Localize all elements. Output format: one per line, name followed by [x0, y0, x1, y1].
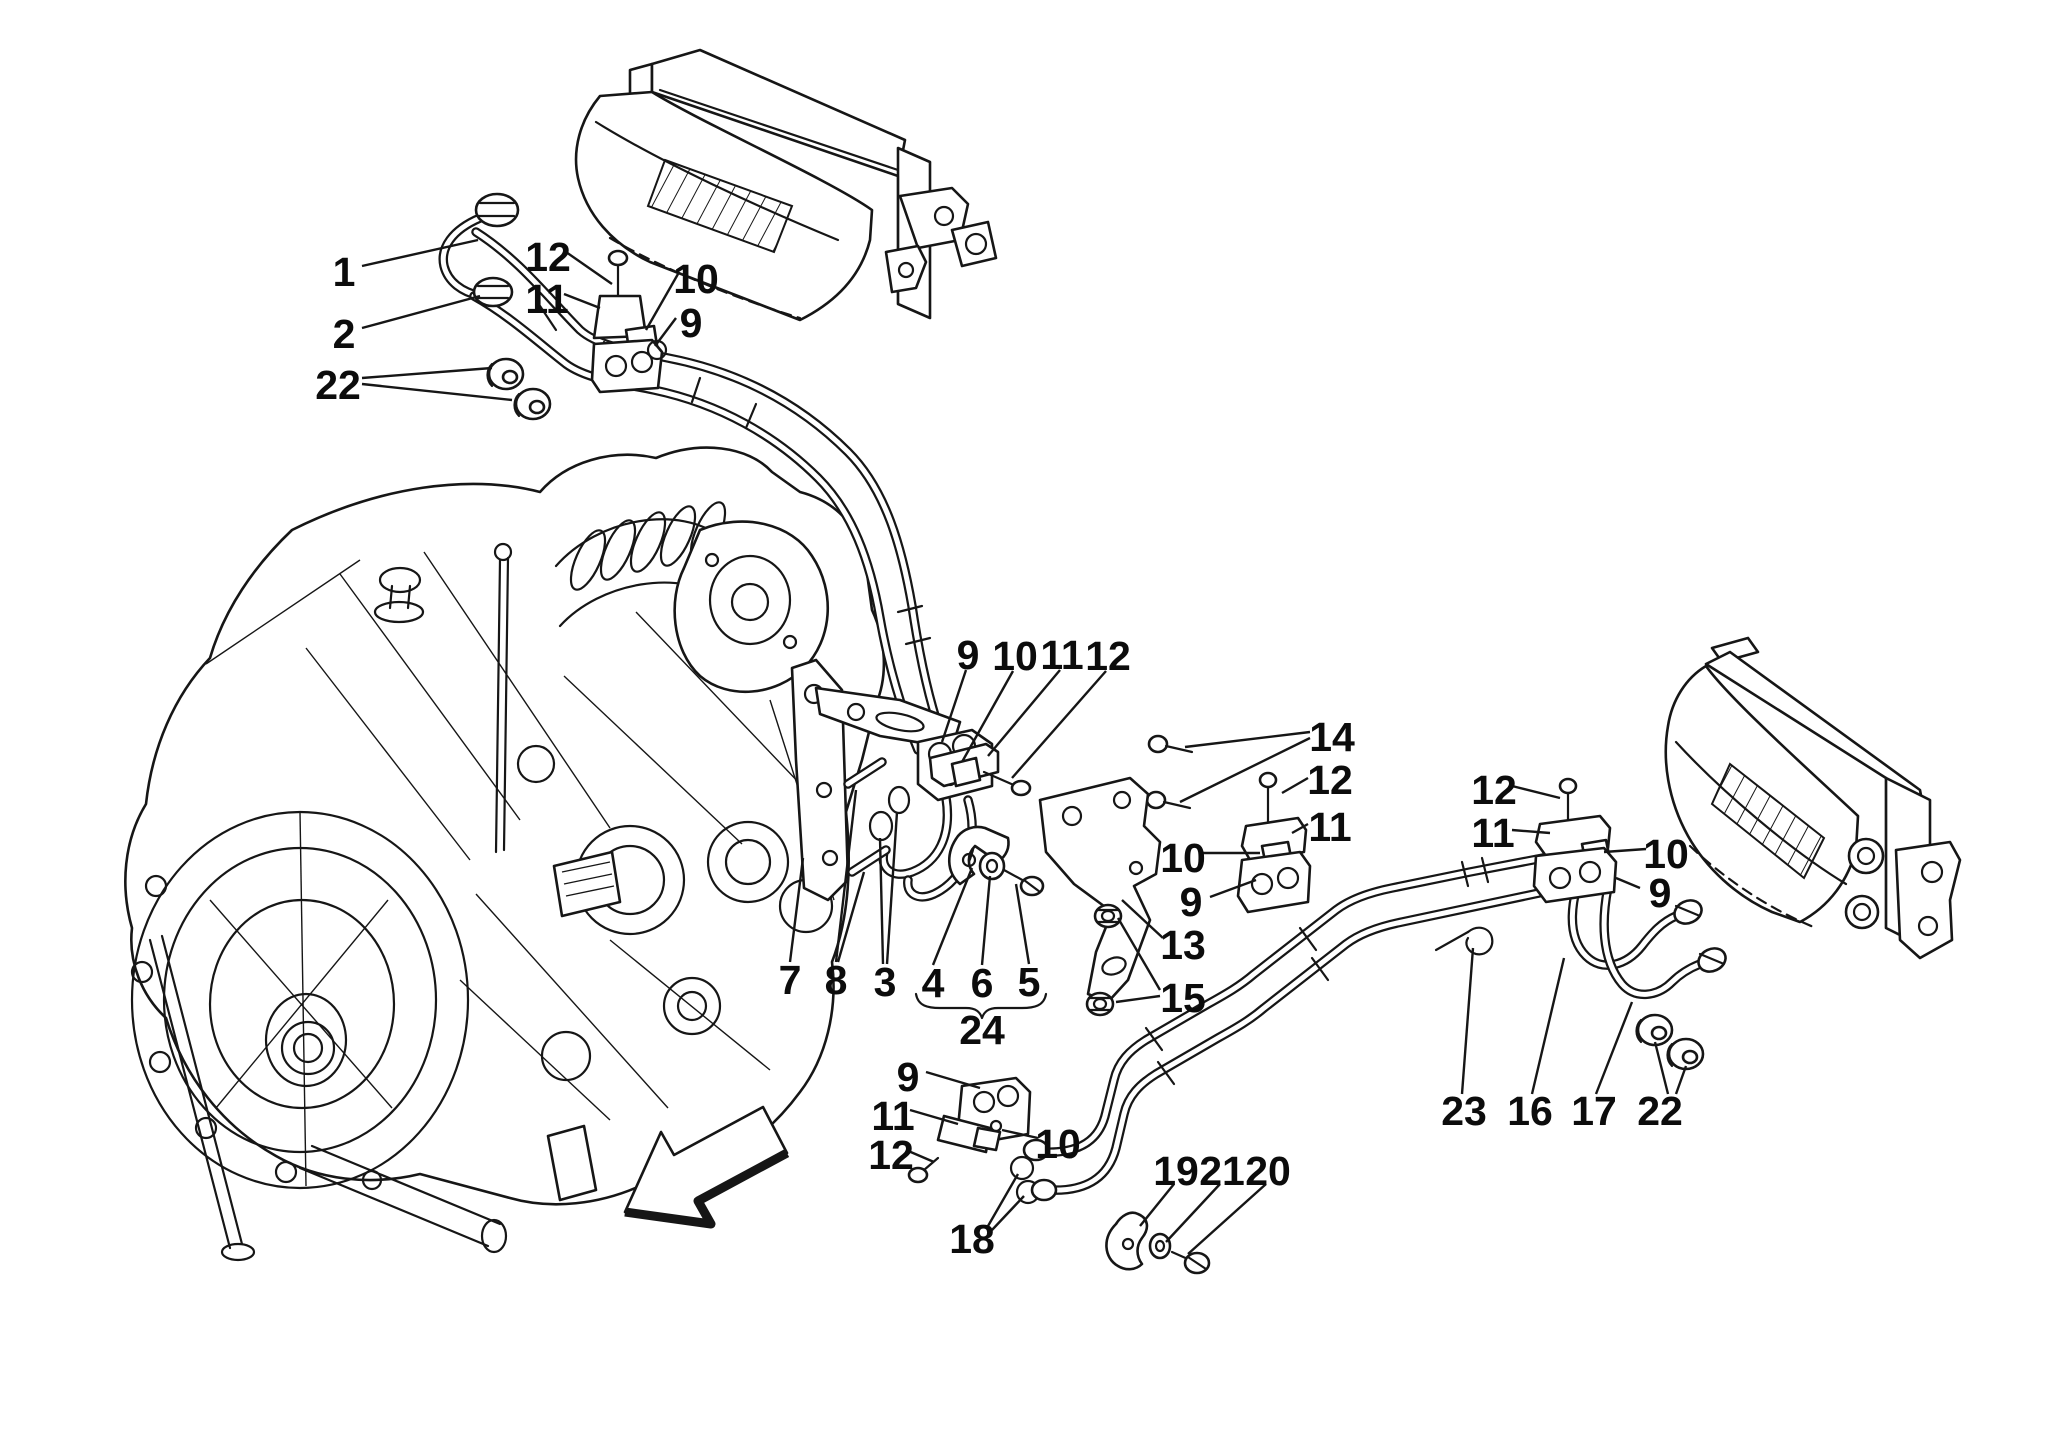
union-clamp-center: [916, 728, 1032, 802]
callout-10-rc: 10: [1160, 835, 1206, 881]
washer-6: [978, 851, 1006, 881]
callout-9-top: 9: [680, 300, 703, 346]
callout-11-right: 11: [1471, 810, 1514, 856]
spring-clip-23: [1434, 926, 1494, 956]
washer-21: [1148, 1232, 1172, 1260]
callout-16: 16: [1507, 1088, 1553, 1134]
callout-23: 23: [1441, 1088, 1487, 1134]
oil-radiator-right: [1664, 636, 1962, 960]
o-rings-3: [868, 785, 911, 842]
callout-11-rc: 11: [1308, 804, 1351, 850]
pipe-fitting-nut: [472, 192, 520, 308]
callout-5: 5: [1018, 959, 1041, 1005]
gearbox-assembly: [124, 446, 886, 1262]
callout-14: 14: [1309, 714, 1355, 760]
pipe-clamp-right: [1532, 777, 1618, 904]
callout-10-center: 10: [992, 633, 1038, 679]
callout-10-right: 10: [1643, 831, 1689, 877]
callout-21: 21: [1199, 1148, 1245, 1194]
radiator-fins: [646, 158, 794, 254]
callout-12-right: 12: [1471, 767, 1517, 813]
radiator-fins: [1710, 762, 1826, 880]
bolt-5: [1002, 868, 1045, 897]
oil-radiator-top: [574, 48, 998, 322]
callout-8: 8: [825, 957, 848, 1003]
group-brace-24: [914, 992, 1048, 1020]
nuts-15: [1085, 903, 1123, 1017]
callout-15: 15: [1160, 975, 1206, 1021]
leader-lines: [361, 238, 1688, 1255]
callout-2: 2: [333, 311, 356, 357]
hose-end-fittings-bottom: [1022, 1138, 1058, 1202]
callout-3: 3: [874, 959, 897, 1005]
callout-11-center: 11: [1040, 632, 1083, 678]
support-bracket-13: [1038, 776, 1162, 1004]
direction-arrow: [623, 1105, 790, 1229]
pipe-clamp-right-center: [1236, 771, 1312, 914]
pipe-clamp-bottom: [907, 1076, 1032, 1184]
callout-13: 13: [1160, 922, 1206, 968]
callout-12-top: 12: [525, 234, 571, 280]
callout-9-bottom: 9: [897, 1054, 920, 1100]
callout-11-bottom: 11: [871, 1093, 914, 1139]
callout-22-right: 22: [1637, 1088, 1683, 1134]
callout-10-top: 10: [673, 256, 719, 302]
callout-12-rc: 12: [1307, 757, 1353, 803]
callout-labels: 1 2 22 12 11 10 9 9 10 11 12 14 12 11 10…: [315, 234, 1689, 1262]
callout-18: 18: [949, 1216, 995, 1262]
callout-9-right: 9: [1649, 870, 1672, 916]
callout-12-center: 12: [1085, 633, 1131, 679]
callout-7: 7: [779, 957, 802, 1003]
callout-10-bottom: 10: [1035, 1121, 1081, 1167]
callout-20: 20: [1245, 1148, 1291, 1194]
callout-19: 19: [1153, 1148, 1199, 1194]
callout-22-left: 22: [315, 362, 361, 408]
callout-4: 4: [922, 960, 945, 1006]
support-bracket-7: [790, 658, 962, 902]
callout-1: 1: [333, 249, 356, 295]
screws-14: [1145, 734, 1194, 810]
hose-fittings-16-17: [1673, 899, 1727, 973]
callout-24: 24: [959, 1007, 1005, 1053]
callout-11-top: 11: [525, 276, 568, 322]
callout-12-bottom: 12: [868, 1132, 914, 1178]
hose-clip-19: [1105, 1211, 1149, 1271]
bolt-20: [1170, 1250, 1211, 1275]
callout-9-rc: 9: [1180, 879, 1203, 925]
callout-6: 6: [971, 960, 994, 1006]
callout-9-center: 9: [957, 632, 980, 678]
grommet-pair-left: [486, 357, 552, 421]
grommet-pair-right: [1635, 1013, 1705, 1071]
pipe-clamp-top: [590, 249, 668, 394]
callout-17: 17: [1571, 1088, 1617, 1134]
